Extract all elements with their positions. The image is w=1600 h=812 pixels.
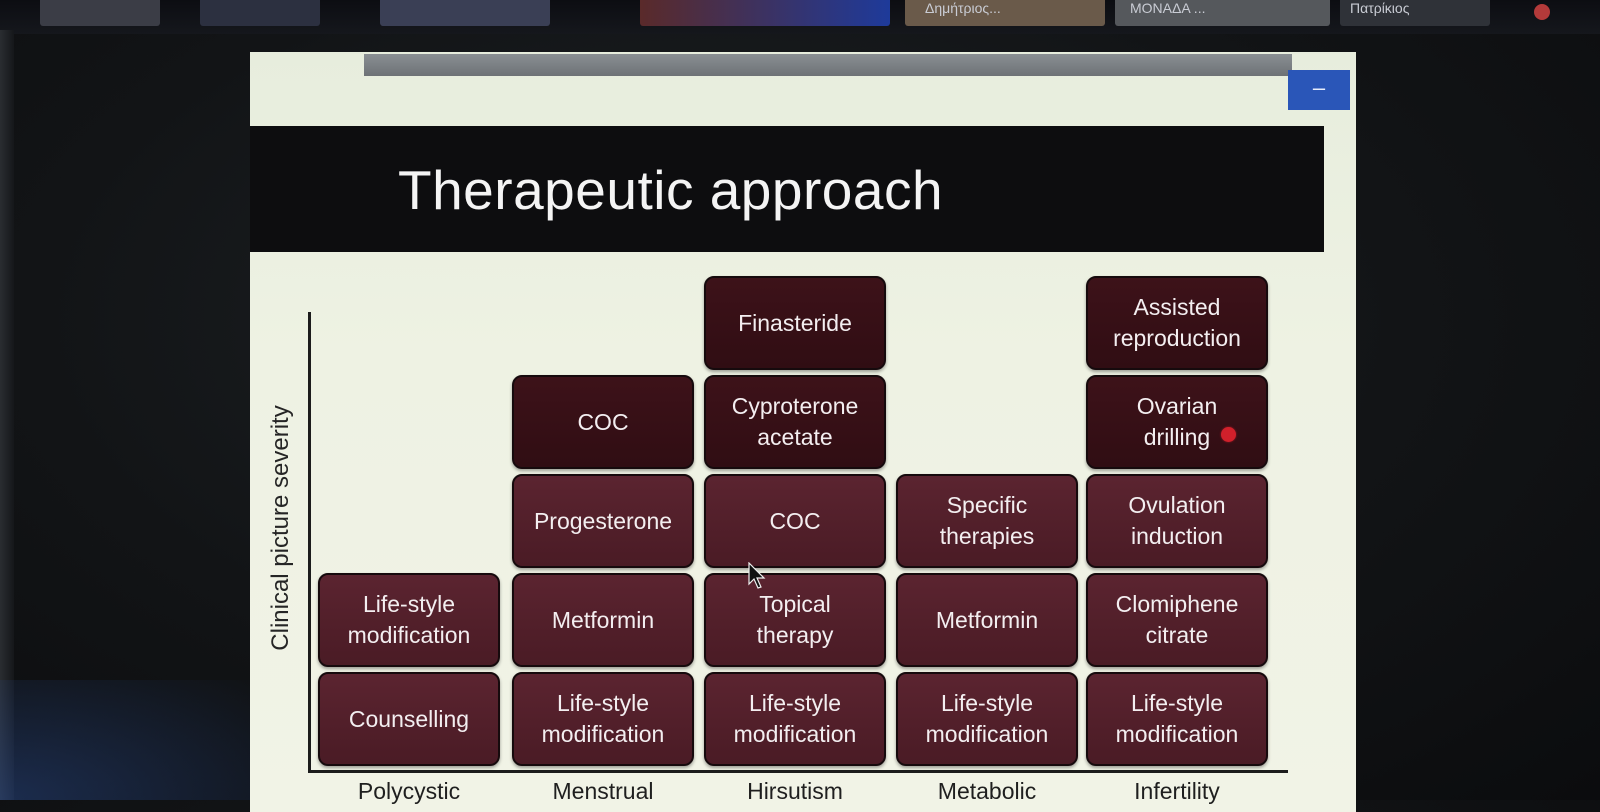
treatment-cell: Life-style modification: [896, 672, 1078, 766]
participant-thumbnail[interactable]: [380, 0, 550, 26]
title-band: [250, 126, 1324, 252]
treatment-cell: Assisted reproduction: [1086, 276, 1268, 370]
participant-name: Πατρίκιος: [1350, 0, 1410, 16]
treatment-cell: Clomiphene citrate: [1086, 573, 1268, 667]
treatment-cell: Metformin: [896, 573, 1078, 667]
x-axis-line: [308, 770, 1288, 773]
treatment-cell: COC: [704, 474, 886, 568]
treatment-cell: Life-style modification: [512, 672, 694, 766]
screen-glow: [0, 680, 260, 800]
treatment-cell: Ovulation induction: [1086, 474, 1268, 568]
treatment-cell: Cyproterone acetate: [704, 375, 886, 469]
column-label: Hirsutism: [747, 778, 843, 804]
treatment-cell: Specific therapies: [896, 474, 1078, 568]
participant-thumbnail[interactable]: [40, 0, 160, 26]
treatment-cell: Ovarian drilling: [1086, 375, 1268, 469]
laser-pointer-dot: [1221, 427, 1236, 442]
minimize-button[interactable]: –: [1288, 70, 1350, 110]
slide-top-bar: [364, 54, 1292, 76]
participant-name: Δημήτριος...: [925, 0, 1001, 16]
column-label: Menstrual: [552, 778, 654, 804]
treatment-cell: Topical therapy: [704, 573, 886, 667]
participant-thumbnail[interactable]: Δημήτριος...: [905, 0, 1105, 26]
treatment-cell: Life-style modification: [318, 573, 500, 667]
participant-name: ΜΟΝΑΔΑ ...: [1130, 0, 1206, 16]
participant-thumbnail[interactable]: Πατρίκιος: [1340, 0, 1490, 26]
treatment-cell: COC: [512, 375, 694, 469]
treatment-cell: Progesterone: [512, 474, 694, 568]
treatment-cell: Life-style modification: [704, 672, 886, 766]
column-label: Polycystic: [357, 778, 461, 804]
treatment-cell: Finasteride: [704, 276, 886, 370]
window-frame-edge: [0, 30, 14, 800]
column-label: Infertility: [1134, 778, 1220, 804]
participant-thumbnail[interactable]: ΜΟΝΑΔΑ ...: [1115, 0, 1330, 26]
slide-title: Therapeutic approach: [398, 159, 944, 221]
participant-thumbnail[interactable]: [640, 0, 890, 26]
treatment-cell: Metformin: [512, 573, 694, 667]
column-label: Metabolic: [937, 778, 1037, 804]
mic-muted-icon: [1534, 4, 1550, 20]
treatment-cell: Counselling: [318, 672, 500, 766]
y-axis-label: Clinical picture severity: [267, 405, 294, 651]
participant-strip: Δημήτριος... ΜΟΝΑΔΑ ... Πατρίκιος: [0, 0, 1600, 34]
participant-thumbnail[interactable]: [200, 0, 320, 26]
mouse-cursor-icon: [748, 562, 766, 589]
treatment-cell: Life-style modification: [1086, 672, 1268, 766]
y-axis-line: [308, 312, 311, 772]
